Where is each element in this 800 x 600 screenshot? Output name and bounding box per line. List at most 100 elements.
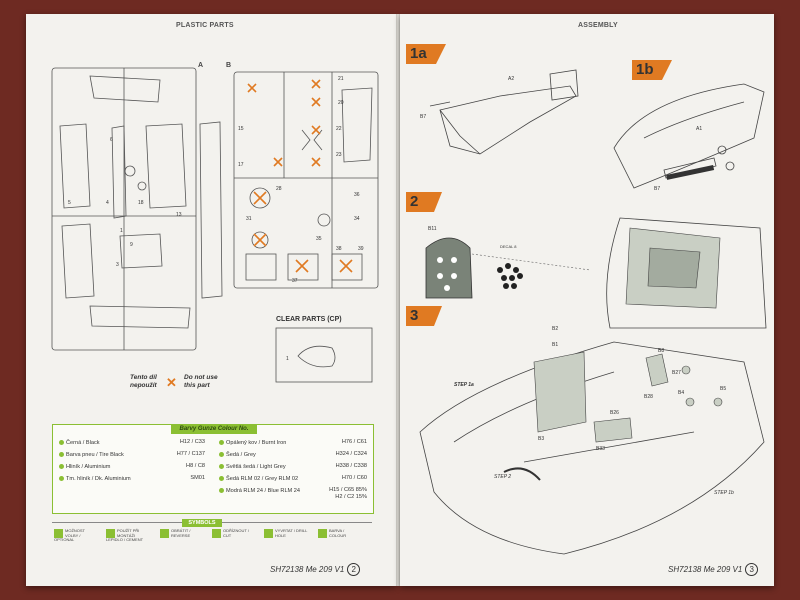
svg-text:38: 38 <box>336 246 342 252</box>
svg-text:13: 13 <box>176 212 182 218</box>
paint-dot-icon <box>59 451 64 457</box>
paint-code: H70 / C60 <box>341 475 367 481</box>
clear-parts-header: CLEAR PARTS (CP) <box>276 316 342 323</box>
symbols-title: SYMBOLS <box>182 519 222 527</box>
svg-text:23: 23 <box>336 152 342 158</box>
paint-row: Černá / Black <box>59 439 100 447</box>
colour-icon <box>318 529 327 538</box>
part-label-b1: B1 <box>552 342 558 348</box>
cut-icon <box>212 529 221 538</box>
svg-text:9: 9 <box>130 242 133 248</box>
svg-text:17: 17 <box>238 162 244 168</box>
plastic-parts-header: PLASTIC PARTS <box>176 22 234 29</box>
svg-text:34: 34 <box>354 216 360 222</box>
symbol-drill: VYVRTAT / DRILL HOLE <box>264 528 308 538</box>
paint-table-title: Barvy Gunze Colour No. <box>171 424 257 434</box>
step-ref-1b: STEP 1b <box>714 490 734 496</box>
sprue-letter-b: B <box>226 62 232 69</box>
part-label-b7: B7 <box>420 114 426 120</box>
svg-text:31: 31 <box>246 216 252 222</box>
paint-dot-icon <box>219 475 224 481</box>
svg-text:37: 37 <box>292 278 298 284</box>
paint-row: Modrá RLM 24 / Blue RLM 24 <box>219 487 300 495</box>
paint-row: Šedá RLM 02 / Grey RLM 02 <box>219 475 298 483</box>
step-1a-flag: 1a <box>406 44 446 64</box>
paint-dot-icon <box>219 487 224 493</box>
page-number: 2 <box>347 563 361 576</box>
drill-icon <box>264 529 273 538</box>
symbol-cut: ODŘÍZNOUT / CUT <box>212 528 256 538</box>
optional-icon <box>54 529 63 538</box>
part-label-b5: B5 <box>720 386 726 392</box>
svg-text:18: 18 <box>138 200 144 206</box>
do-not-use-english: Do not use this part <box>184 374 218 389</box>
paint-dot-icon <box>219 439 224 445</box>
step-1b-flag: 1b <box>632 60 672 80</box>
part-label-a1: A1 <box>696 126 702 132</box>
sprue-letter-a: A <box>198 62 204 69</box>
paint-row: Tm. hliník / Dk. Aluminium <box>59 475 131 483</box>
symbols-legend: SYMBOLS MOŽNOST VOLBY / OPTIONAL POUŽÍT … <box>52 519 372 553</box>
paint-code: H12 / C33 <box>179 439 205 445</box>
paint-dot-icon <box>219 463 224 469</box>
step-ref-1a: STEP 1a <box>454 382 474 388</box>
part-label-b26: B26 <box>610 410 619 416</box>
paint-row: Barva pneu / Tire Black <box>59 451 124 459</box>
paint-row: Hliník / Aluminium <box>59 463 110 471</box>
symbol-optional: MOŽNOST VOLBY / OPTIONAL <box>54 528 85 543</box>
part-label-b28: B28 <box>644 394 653 400</box>
svg-text:1: 1 <box>286 356 289 362</box>
do-not-use-cross-icon: ✕ <box>166 375 177 390</box>
paint-code: H338 / C338 <box>335 463 367 469</box>
paint-code: H76 / C61 <box>341 439 367 445</box>
part-label-b11: B11 <box>428 226 437 232</box>
assembly-header: ASSEMBLY <box>578 22 618 29</box>
page-number: 3 <box>745 563 759 576</box>
paint-dot-icon <box>59 439 64 445</box>
part-label-b8: B8 <box>658 348 664 354</box>
svg-text:15: 15 <box>238 126 244 132</box>
symbol-cement: POUŽÍT PŘI MONTÁŽI LEPIDLO / CEMENT <box>106 528 144 543</box>
paint-table: Barvy Gunze Colour No. Černá / Black H12… <box>52 424 374 514</box>
paint-row: Opálený kov / Burnt Iron <box>219 439 286 447</box>
step-1a-drawing: A2 B7 <box>420 69 579 155</box>
svg-text:5: 5 <box>68 200 71 206</box>
part-label-b33: B33 <box>596 446 605 452</box>
paint-code: H8 / C8 <box>186 463 205 469</box>
part-label-b27: B27 <box>672 370 681 376</box>
symbol-colour: BARVA / COLOUR <box>318 528 362 538</box>
cement-icon <box>106 529 115 538</box>
part-label-b2: B2 <box>552 326 558 332</box>
paint-dot-icon <box>219 451 224 457</box>
step-2-flag: 2 <box>406 192 442 212</box>
reverse-icon <box>160 529 169 538</box>
paint-code: H324 / C324 <box>335 451 367 457</box>
svg-text:22: 22 <box>336 126 342 132</box>
paint-row: Světlá šedá / Light Grey <box>219 463 286 471</box>
booklet-gutter <box>396 14 400 586</box>
do-not-use-czech: Tento díl nepoužít <box>130 374 157 389</box>
step-1b-drawing: A1 B7 <box>613 83 765 192</box>
symbol-reverse: OBRÁTIT / REVERSE <box>160 528 204 538</box>
step-3-drawing: B2 B1 B8 B27 B26 B3 B33 B28 B5 B4 STEP 1… <box>419 326 765 555</box>
svg-text:4: 4 <box>106 200 109 206</box>
paint-code: SM01 <box>190 475 205 481</box>
paint-code: H77 / C137 <box>176 451 205 457</box>
clear-parts-sprue: 1 <box>275 327 373 383</box>
paint-row: Šedá / Grey <box>219 451 256 459</box>
paint-dot-icon <box>59 463 64 469</box>
svg-text:1: 1 <box>120 228 123 234</box>
paint-dot-icon <box>59 475 64 481</box>
svg-text:35: 35 <box>316 236 322 242</box>
decal-label: DECAL 8 <box>500 244 517 249</box>
part-label-b3: B3 <box>538 436 544 442</box>
assembly-page: ASSEMBLY 1a A2 B7 1b <box>400 14 774 586</box>
svg-text:28: 28 <box>276 186 282 192</box>
part-label-a2: A2 <box>508 76 514 82</box>
